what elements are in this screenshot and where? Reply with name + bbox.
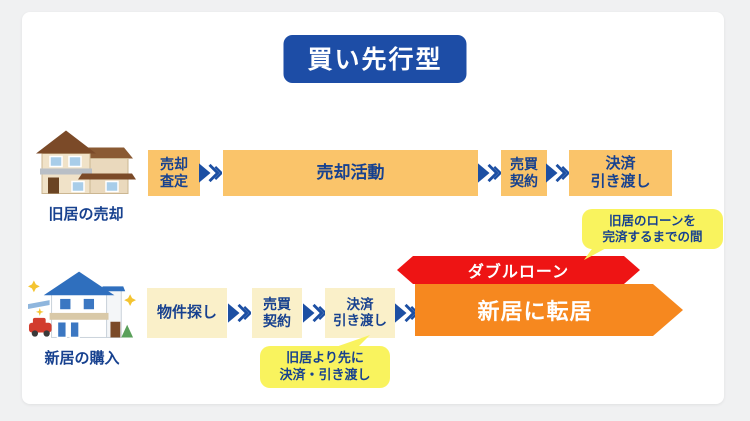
step-label: 決済 [346, 297, 374, 313]
flow-arrow-icon [199, 163, 222, 183]
move-in-arrow [415, 284, 683, 336]
step-sell-activity: 売却活動 [223, 150, 478, 196]
step-label: 契約 [510, 173, 538, 189]
old-house-illustration [36, 130, 136, 194]
step-label: 売買 [510, 156, 538, 173]
step-label: 引き渡し [333, 313, 387, 328]
step-sell-contract: 売買 契約 [501, 150, 547, 196]
step-label: 売却活動 [316, 162, 385, 182]
callout-text: 旧居より先に [286, 350, 364, 366]
step-label: 契約 [263, 313, 291, 329]
step-label: 査定 [160, 173, 188, 189]
step-label: 引き渡し [590, 173, 651, 190]
flow-arrow-icon [228, 303, 251, 323]
double-loan-arrow [397, 256, 640, 284]
double-loan-label: ダブルローン [467, 264, 570, 281]
flow-arrow-icon [546, 163, 569, 183]
step-buy-search: 物件探し [147, 288, 227, 338]
step-label: 売買 [263, 296, 291, 313]
step-label: 売却 [160, 156, 188, 173]
callout-tail-icon [584, 246, 610, 260]
step-buy-settlement: 決済 引き渡し [325, 288, 395, 338]
step-sell-appraisal: 売却 査定 [148, 150, 200, 196]
callout-text: 完済するまでの間 [602, 230, 703, 244]
callout-settle-first: 旧居より先に 決済・引き渡し [260, 346, 390, 388]
step-label: 物件探し [156, 304, 217, 322]
step-buy-contract: 売買 契約 [252, 288, 302, 338]
callout-tail-icon [330, 335, 370, 349]
flow-arrow-icon [303, 303, 326, 323]
callout-text: 決済・引き渡し [279, 367, 371, 382]
page-title: 買い先行型 [283, 35, 467, 83]
new-house-illustration [28, 271, 136, 339]
step-label: 決済 [605, 155, 636, 173]
step-sell-settlement: 決済 引き渡し [569, 150, 672, 196]
move-in-label: 新居に転居 [477, 299, 593, 324]
sell-row-label: 旧居の売却 [48, 206, 124, 223]
callout-loan-period: 旧居のローンを 完済するまでの間 [582, 209, 723, 249]
callout-text: 旧居のローンを [609, 213, 696, 228]
buy-row-label: 新居の購入 [44, 350, 120, 367]
flow-arrow-icon [478, 163, 501, 183]
